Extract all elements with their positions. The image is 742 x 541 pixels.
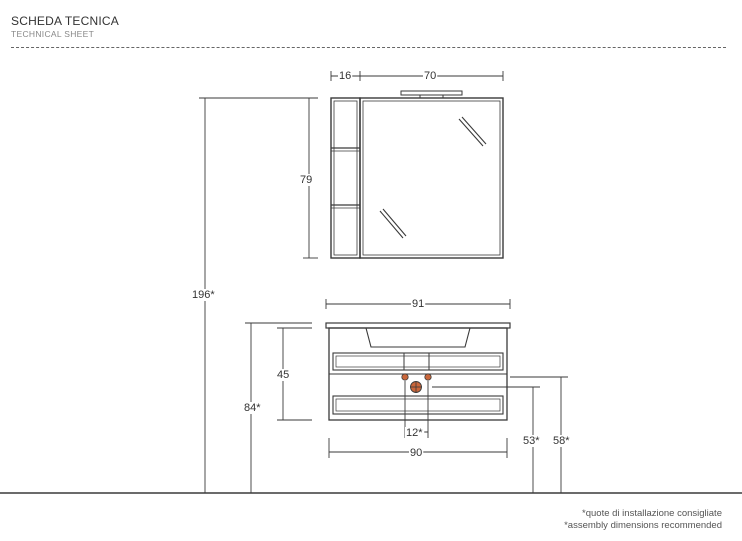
footnote-italian: *quote di installazione consigliate <box>582 508 722 519</box>
footnote-english: *assembly dimensions recommended <box>564 520 722 531</box>
dim-label-mask <box>338 70 353 82</box>
dim-label-mask <box>243 402 263 414</box>
dim-drain-spacing: 12* <box>406 427 423 439</box>
mirror <box>359 97 504 259</box>
vanity-unit <box>325 322 511 421</box>
dim-top-width: 91 <box>412 298 424 310</box>
sheet-title: SCHEDA TECNICA <box>11 14 119 28</box>
dim-label-mask <box>276 369 291 381</box>
dim-label-mask <box>191 289 217 301</box>
dim-label-mask <box>552 435 572 447</box>
dim-label-mask <box>423 70 438 82</box>
dim-install-height: 84* <box>244 402 261 414</box>
dim-shelf-width: 16 <box>339 70 351 82</box>
sink-basin <box>365 327 471 348</box>
header-divider <box>11 47 726 48</box>
mirror-lamp <box>400 90 463 96</box>
mirror-reflection-top <box>458 118 484 147</box>
dim-cabinet-height: 45 <box>277 369 289 381</box>
dim-label-mask <box>405 427 425 439</box>
vanity-top <box>325 322 511 329</box>
dim-label-mask <box>411 298 426 310</box>
mirror-reflection-bottom <box>379 210 404 239</box>
dim-mirror-width: 70 <box>424 70 436 82</box>
dim-drain-height: 53* <box>523 435 540 447</box>
sheet-subtitle: TECHNICAL SHEET <box>11 29 95 39</box>
dimension-lines <box>199 71 568 493</box>
supply-right-icon <box>424 373 432 381</box>
side-shelf <box>330 97 361 259</box>
footnote: *quote di installazione consigliate *ass… <box>564 508 722 532</box>
title-block: SCHEDA TECNICA TECHNICAL SHEET <box>11 14 119 40</box>
dim-supply-height: 58* <box>553 435 570 447</box>
dim-label-mask <box>522 435 542 447</box>
upper-drawer <box>332 352 504 371</box>
dim-label-mask <box>299 174 314 186</box>
lower-drawer <box>332 395 504 415</box>
mirror-unit <box>330 90 504 259</box>
dim-mirror-height: 79 <box>300 174 312 186</box>
dim-label-mask <box>409 447 424 459</box>
supply-left-icon <box>401 373 409 381</box>
dim-cabinet-width: 90 <box>410 447 422 459</box>
plumbing-points <box>401 373 432 393</box>
dim-total-height: 196* <box>192 289 215 301</box>
